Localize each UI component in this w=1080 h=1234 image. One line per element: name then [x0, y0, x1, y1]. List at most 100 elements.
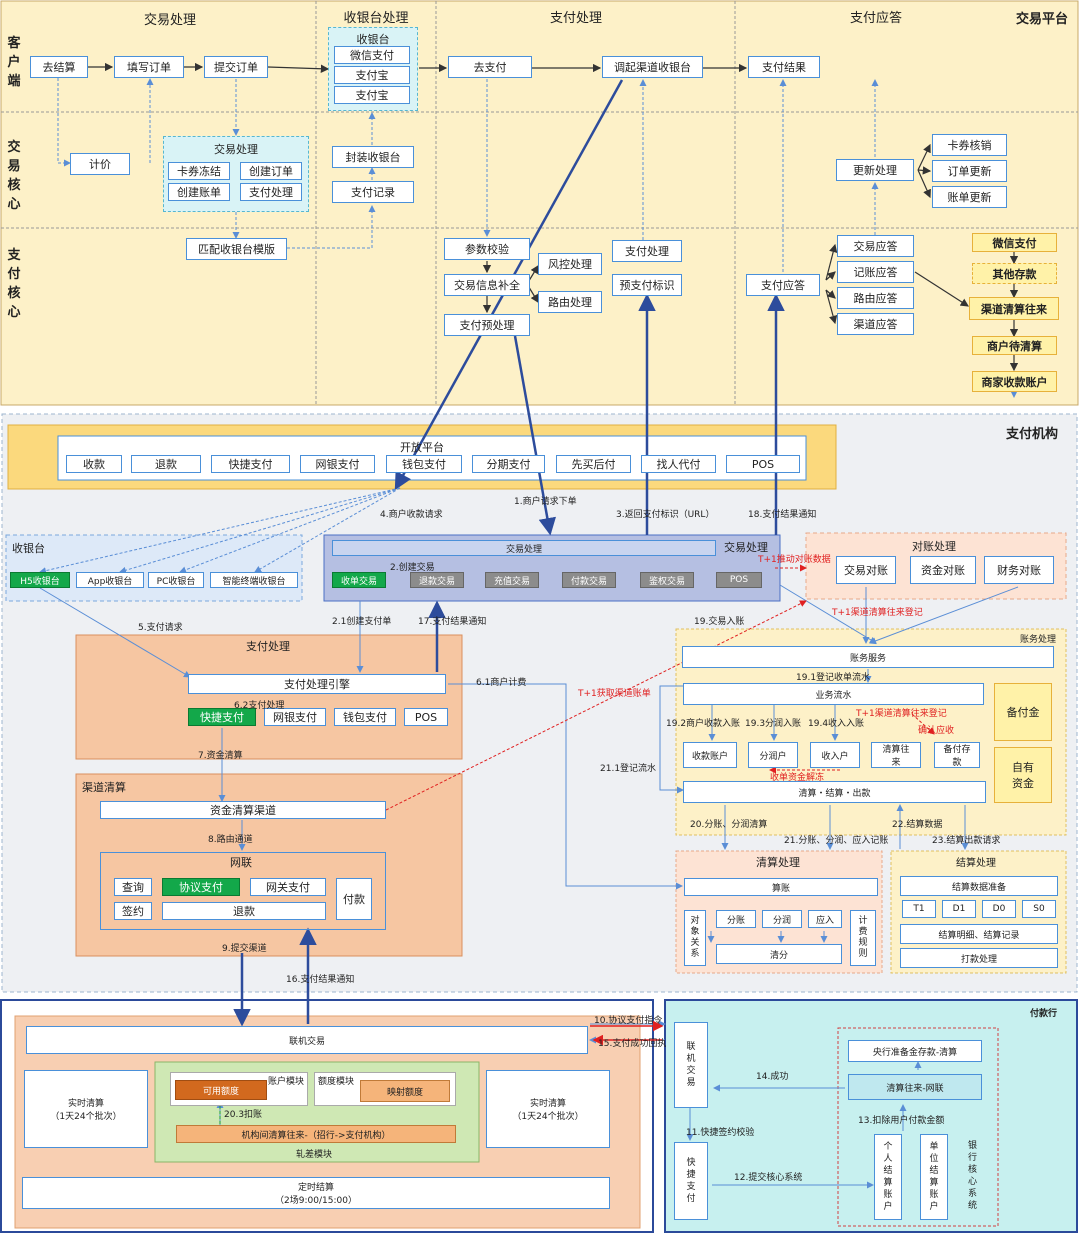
pre-pay-box[interactable]: 支付预处理 [444, 314, 530, 336]
fill-order-box[interactable]: 填写订单 [114, 56, 184, 78]
risk-box[interactable]: 风控处理 [538, 253, 602, 275]
lian-avail[interactable]: 可用额度 [175, 1080, 267, 1100]
acct-share[interactable]: 分润户 [748, 742, 798, 768]
recon-finance[interactable]: 财务对账 [984, 556, 1054, 584]
up-sign[interactable]: 签约 [114, 902, 152, 920]
create-order-box[interactable]: 创建订单 [240, 162, 302, 180]
pay-answer-box[interactable]: 支付应答 [746, 274, 820, 296]
clear-due[interactable]: 应入 [808, 910, 842, 928]
pricing-box[interactable]: 计价 [70, 153, 130, 175]
settle-line[interactable]: 清算・结算・出款 [683, 781, 986, 803]
recon-trade[interactable]: 交易对账 [836, 556, 896, 584]
acct-receive[interactable]: 收款账户 [683, 742, 737, 768]
bank-central-reserve[interactable]: 央行准备金存款-清算 [848, 1040, 982, 1062]
biz-flow[interactable]: 业务流水 [683, 683, 984, 705]
bank-quick[interactable]: 快捷支付 [674, 1142, 708, 1220]
lian-inter-clearing[interactable]: 机构间清算往来-（招行->支付机构） [176, 1125, 456, 1143]
up-agreement-pay[interactable]: 协议支付 [162, 878, 240, 896]
wechat-pay-node[interactable]: 微信支付 [972, 233, 1057, 252]
route-box[interactable]: 路由处理 [538, 291, 602, 313]
order-update-box[interactable]: 订单更新 [932, 160, 1007, 182]
cashier-item-alipay-2[interactable]: 支付宝 [334, 86, 410, 104]
txn-acquire[interactable]: 收单交易 [332, 572, 386, 588]
reserve-fund[interactable]: 备付金 [994, 683, 1052, 741]
product-pos[interactable]: POS [726, 455, 800, 473]
product-proxy-pay[interactable]: 找人代付 [641, 455, 716, 473]
channel-answer-box[interactable]: 渠道应答 [837, 313, 914, 335]
up-payout[interactable]: 付款 [336, 878, 372, 920]
pay-engine[interactable]: 支付处理引擎 [188, 674, 446, 694]
bank-personal-acct[interactable]: 个人结算账户 [874, 1134, 902, 1220]
settle-d1[interactable]: D1 [942, 900, 976, 918]
txn-refund[interactable]: 退款交易 [410, 572, 464, 588]
route-answer-box[interactable]: 路由应答 [837, 287, 914, 309]
update-box[interactable]: 更新处理 [836, 159, 914, 181]
coupon-verify-box[interactable]: 卡券核销 [932, 134, 1007, 156]
pay-type-quick[interactable]: 快捷支付 [188, 708, 256, 726]
pay-record-box[interactable]: 支付记录 [332, 181, 414, 203]
product-ebank[interactable]: 网银支付 [300, 455, 375, 473]
complete-info-box[interactable]: 交易信息补全 [444, 274, 530, 296]
product-bnpl[interactable]: 先买后付 [556, 455, 631, 473]
create-bill-box[interactable]: 创建账单 [168, 183, 230, 201]
acct-service[interactable]: 账务服务 [682, 646, 1054, 668]
clear-share[interactable]: 分润 [762, 910, 802, 928]
app-cashier[interactable]: App收银台 [76, 572, 144, 588]
settle-prep[interactable]: 结算数据准备 [900, 876, 1058, 896]
product-quick[interactable]: 快捷支付 [211, 455, 290, 473]
bank-clearing[interactable]: 清算往来-网联 [848, 1074, 982, 1100]
product-refund[interactable]: 退款 [131, 455, 201, 473]
settle-d0[interactable]: D0 [982, 900, 1016, 918]
settle-detail[interactable]: 结算明细、结算记录 [900, 924, 1058, 944]
up-query[interactable]: 查询 [114, 878, 152, 896]
product-wallet[interactable]: 钱包支付 [386, 455, 462, 473]
invoke-cashier-box[interactable]: 调起渠道收银台 [602, 56, 703, 78]
checkout-box[interactable]: 去结算 [30, 56, 88, 78]
pay-type-wallet[interactable]: 钱包支付 [334, 708, 396, 726]
txn-topup[interactable]: 充值交易 [485, 572, 539, 588]
coupon-freeze-box[interactable]: 卡券冻结 [168, 162, 230, 180]
product-collect[interactable]: 收款 [66, 455, 122, 473]
up-refund[interactable]: 退款 [162, 902, 326, 920]
clear-sum[interactable]: 清分 [716, 944, 842, 964]
pc-cashier[interactable]: PC收银台 [148, 572, 204, 588]
bank-online[interactable]: 联机交易 [674, 1022, 708, 1108]
bill-update-box[interactable]: 账单更新 [932, 186, 1007, 208]
settle-t1[interactable]: T1 [902, 900, 936, 918]
merchant-account-node[interactable]: 商家收款账户 [972, 371, 1057, 392]
pay-result-box[interactable]: 支付结果 [748, 56, 820, 78]
trade-answer-box[interactable]: 交易应答 [837, 235, 914, 257]
match-cashier-box[interactable]: 匹配收银台模版 [186, 238, 287, 260]
bank-unit-acct[interactable]: 单位结算账户 [920, 1134, 948, 1220]
recon-fund[interactable]: 资金对账 [910, 556, 976, 584]
book-answer-box[interactable]: 记账应答 [837, 261, 914, 283]
settle-s0[interactable]: S0 [1022, 900, 1056, 918]
acct-clearing[interactable]: 清算往来 [871, 742, 921, 768]
fund-channel[interactable]: 资金清算渠道 [100, 801, 386, 819]
txn-pos[interactable]: POS [716, 572, 762, 588]
pay-type-ebank[interactable]: 网银支付 [264, 708, 326, 726]
product-installment[interactable]: 分期支付 [472, 455, 545, 473]
calc-account[interactable]: 算账 [684, 878, 878, 896]
clear-split[interactable]: 分账 [716, 910, 756, 928]
txn-auth[interactable]: 鉴权交易 [640, 572, 694, 588]
wrap-cashier-box[interactable]: 封装收银台 [332, 146, 414, 168]
txn-payout[interactable]: 付款交易 [562, 572, 616, 588]
pre-pay-flag-box[interactable]: 预支付标识 [612, 274, 682, 296]
merchant-pending-node[interactable]: 商户待清算 [972, 336, 1057, 355]
own-fund[interactable]: 自有资金 [994, 747, 1052, 803]
other-deposit-node[interactable]: 其他存款 [972, 263, 1057, 284]
acct-income[interactable]: 收入户 [810, 742, 860, 768]
cashier-item-alipay[interactable]: 支付宝 [334, 66, 410, 84]
terminal-cashier[interactable]: 智能终端收银台 [210, 572, 298, 588]
lian-online[interactable]: 联机交易 [26, 1026, 588, 1054]
cashier-item-wechat[interactable]: 微信支付 [334, 46, 410, 64]
payout-proc[interactable]: 打款处理 [900, 948, 1058, 968]
acct-reserve[interactable]: 备付存款 [934, 742, 980, 768]
h5-cashier[interactable]: H5收银台 [10, 572, 70, 588]
pay-type-pos[interactable]: POS [404, 708, 448, 726]
submit-order-box[interactable]: 提交订单 [204, 56, 268, 78]
channel-clearing-node[interactable]: 渠道清算往来 [969, 297, 1059, 320]
lian-mapped[interactable]: 映射额度 [360, 1080, 450, 1102]
go-pay-box[interactable]: 去支付 [448, 56, 532, 78]
